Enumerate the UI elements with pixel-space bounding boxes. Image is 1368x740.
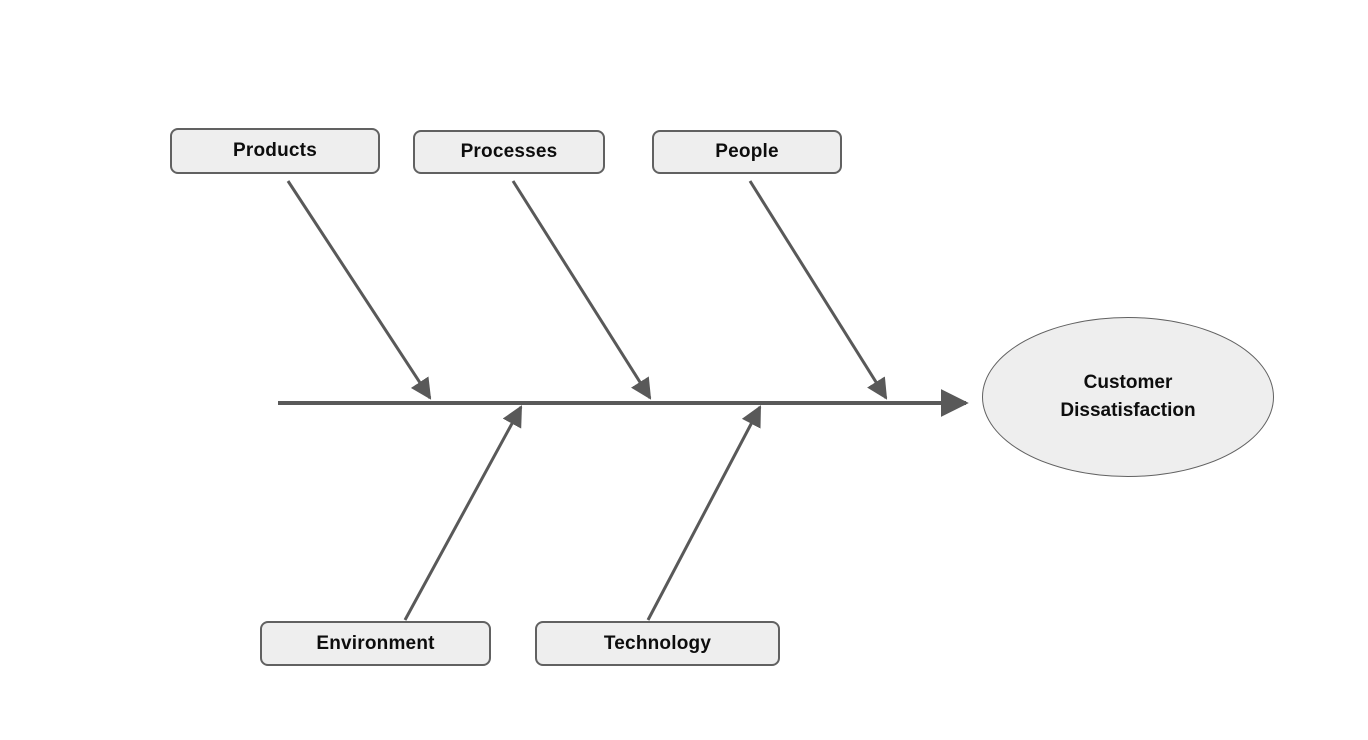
- cause-label: Products: [233, 140, 317, 161]
- effect-node-customer-dissatisfaction: Customer Dissatisfaction: [982, 317, 1274, 477]
- cause-node-technology: Technology: [535, 621, 780, 666]
- branch-arrow-technology: [646, 405, 762, 621]
- cause-node-processes: Processes: [413, 130, 605, 174]
- effect-label-line2: Dissatisfaction: [1060, 400, 1196, 421]
- branch-arrow-products: [286, 180, 432, 400]
- branch-arrow-people: [748, 180, 888, 400]
- cause-label: Processes: [460, 141, 558, 162]
- cause-label: People: [715, 141, 779, 162]
- branch-arrow-environment: [403, 405, 523, 621]
- cause-node-people: People: [652, 130, 842, 174]
- cause-label: Environment: [316, 632, 435, 654]
- cause-node-products: Products: [170, 128, 380, 174]
- cause-node-environment: Environment: [260, 621, 491, 666]
- branch-arrow-processes: [511, 180, 652, 400]
- effect-label-line1: Customer: [1083, 372, 1173, 394]
- cause-label: Technology: [603, 632, 712, 654]
